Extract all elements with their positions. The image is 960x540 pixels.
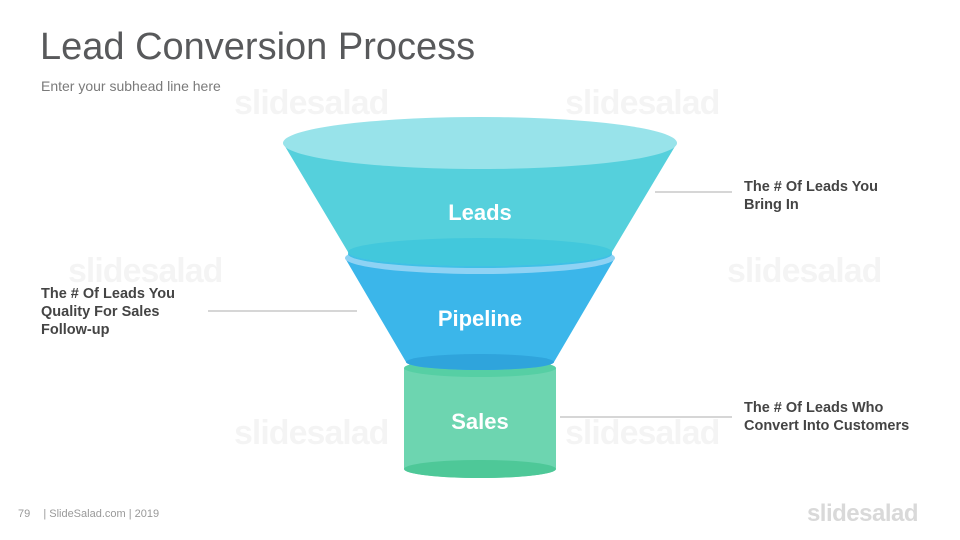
footer: 79 | SlideSalad.com | 2019 — [18, 508, 169, 520]
page-number: 79 — [18, 508, 31, 520]
footer-source: | SlideSalad.com | 2019 — [43, 508, 160, 520]
stage-label-leads: Leads — [448, 200, 512, 225]
watermark: slidesalad — [727, 252, 882, 291]
callout-sales: The # Of Leads Who Convert Into Customer… — [744, 400, 910, 434]
watermark: slidesalad — [68, 252, 223, 291]
stage-label-sales: Sales — [451, 409, 509, 434]
watermark: slidesalad — [565, 414, 720, 453]
funnel-stage-leads: Leads — [283, 117, 677, 266]
page-subtitle: Enter your subhead line here — [41, 78, 221, 94]
watermark: slidesalad — [234, 414, 389, 453]
callout-leads: The # Of Leads You Bring In — [744, 179, 879, 213]
funnel-stage-sales: Sales — [404, 359, 556, 478]
page-title: Lead Conversion Process — [40, 26, 476, 68]
brand-logo: slidesalad — [806, 500, 919, 527]
callout-pipeline: The # Of Leads You Quality For Sales Fol… — [41, 286, 176, 338]
watermark: slidesalad — [234, 84, 389, 123]
stage-label-pipeline: Pipeline — [438, 306, 522, 331]
watermark: slidesalad — [565, 84, 720, 123]
